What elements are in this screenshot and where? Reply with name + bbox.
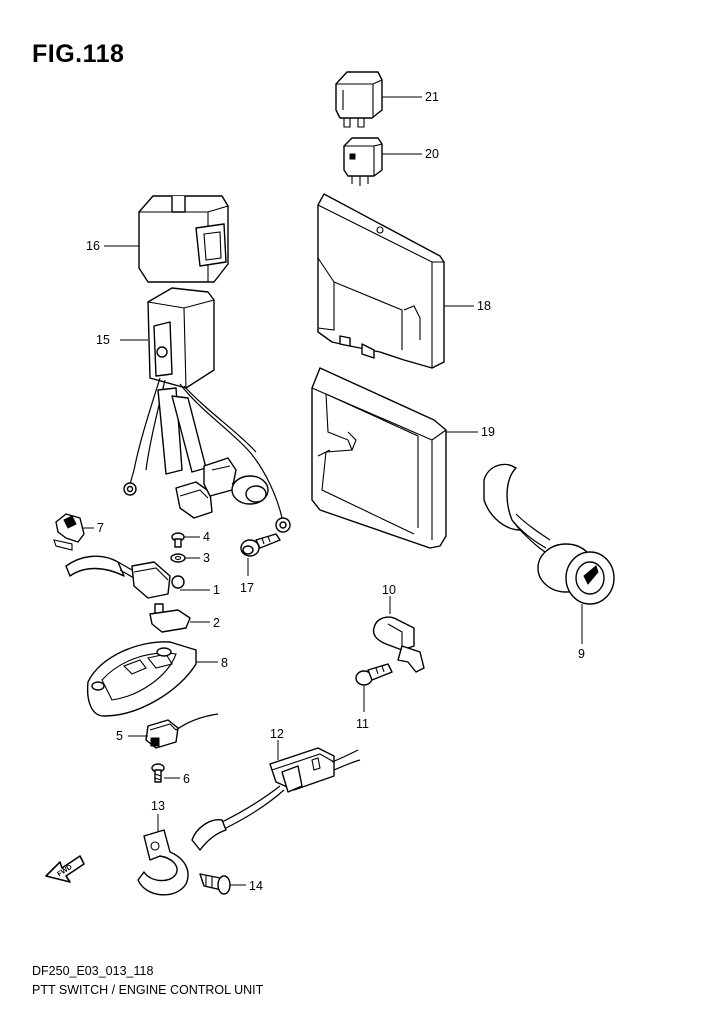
callout-18: 18 [477,299,491,313]
relay-20-icon [343,137,383,186]
pin-2-icon [149,603,191,633]
callout-19: 19 [481,425,495,439]
bolt-17-icon [240,533,281,557]
callout-20: 20 [425,147,439,161]
callout-17: 17 [240,581,254,595]
relay-21-icon [335,71,383,128]
callout-8: 8 [221,656,228,670]
figure-footer: DF250_E03_013_118 PTT SWITCH / ENGINE CO… [32,962,263,1000]
screw-6-icon [151,763,165,783]
callout-9: 9 [578,647,585,661]
callout-1: 1 [213,583,220,597]
figure-title: FIG.118 [32,40,125,68]
callout-15: 15 [96,333,110,347]
callout-13: 13 [151,799,165,813]
callout-7: 7 [97,521,104,535]
ptt-switch-15-icon [123,287,291,533]
callout-16: 16 [86,239,100,253]
switch-1-icon [65,555,185,599]
harness-12-icon [191,747,361,851]
callout-6: 6 [183,772,190,786]
callout-14: 14 [249,879,263,893]
ecu-18-icon [317,193,445,369]
clamp-10-icon [372,616,425,673]
figure-code: DF250_E03_013_118 [32,964,154,978]
callout-11: 11 [356,717,369,731]
callout-10: 10 [382,583,396,597]
callout-21: 21 [425,90,439,104]
clip-7-icon [53,513,85,551]
clamp-13-icon [137,829,189,896]
ecu-cover-19-icon [311,367,447,549]
sensor-5-icon [145,713,219,749]
callout-5: 5 [116,729,123,743]
bolt-14-icon [199,873,231,895]
callout-2: 2 [213,616,220,630]
screw-4-icon [171,532,185,548]
callout-4: 4 [203,530,210,544]
figure-caption: PTT SWITCH / ENGINE CONTROL UNIT [32,983,264,997]
fwd-arrow-icon: FWD [45,855,85,883]
callout-3: 3 [203,551,210,565]
callout-12: 12 [270,727,284,741]
washer-3-icon [170,553,186,563]
connector-9-icon [483,463,615,605]
cover-16-icon [138,195,229,283]
holder-8-icon [86,641,197,717]
bolt-11-icon [355,663,393,686]
